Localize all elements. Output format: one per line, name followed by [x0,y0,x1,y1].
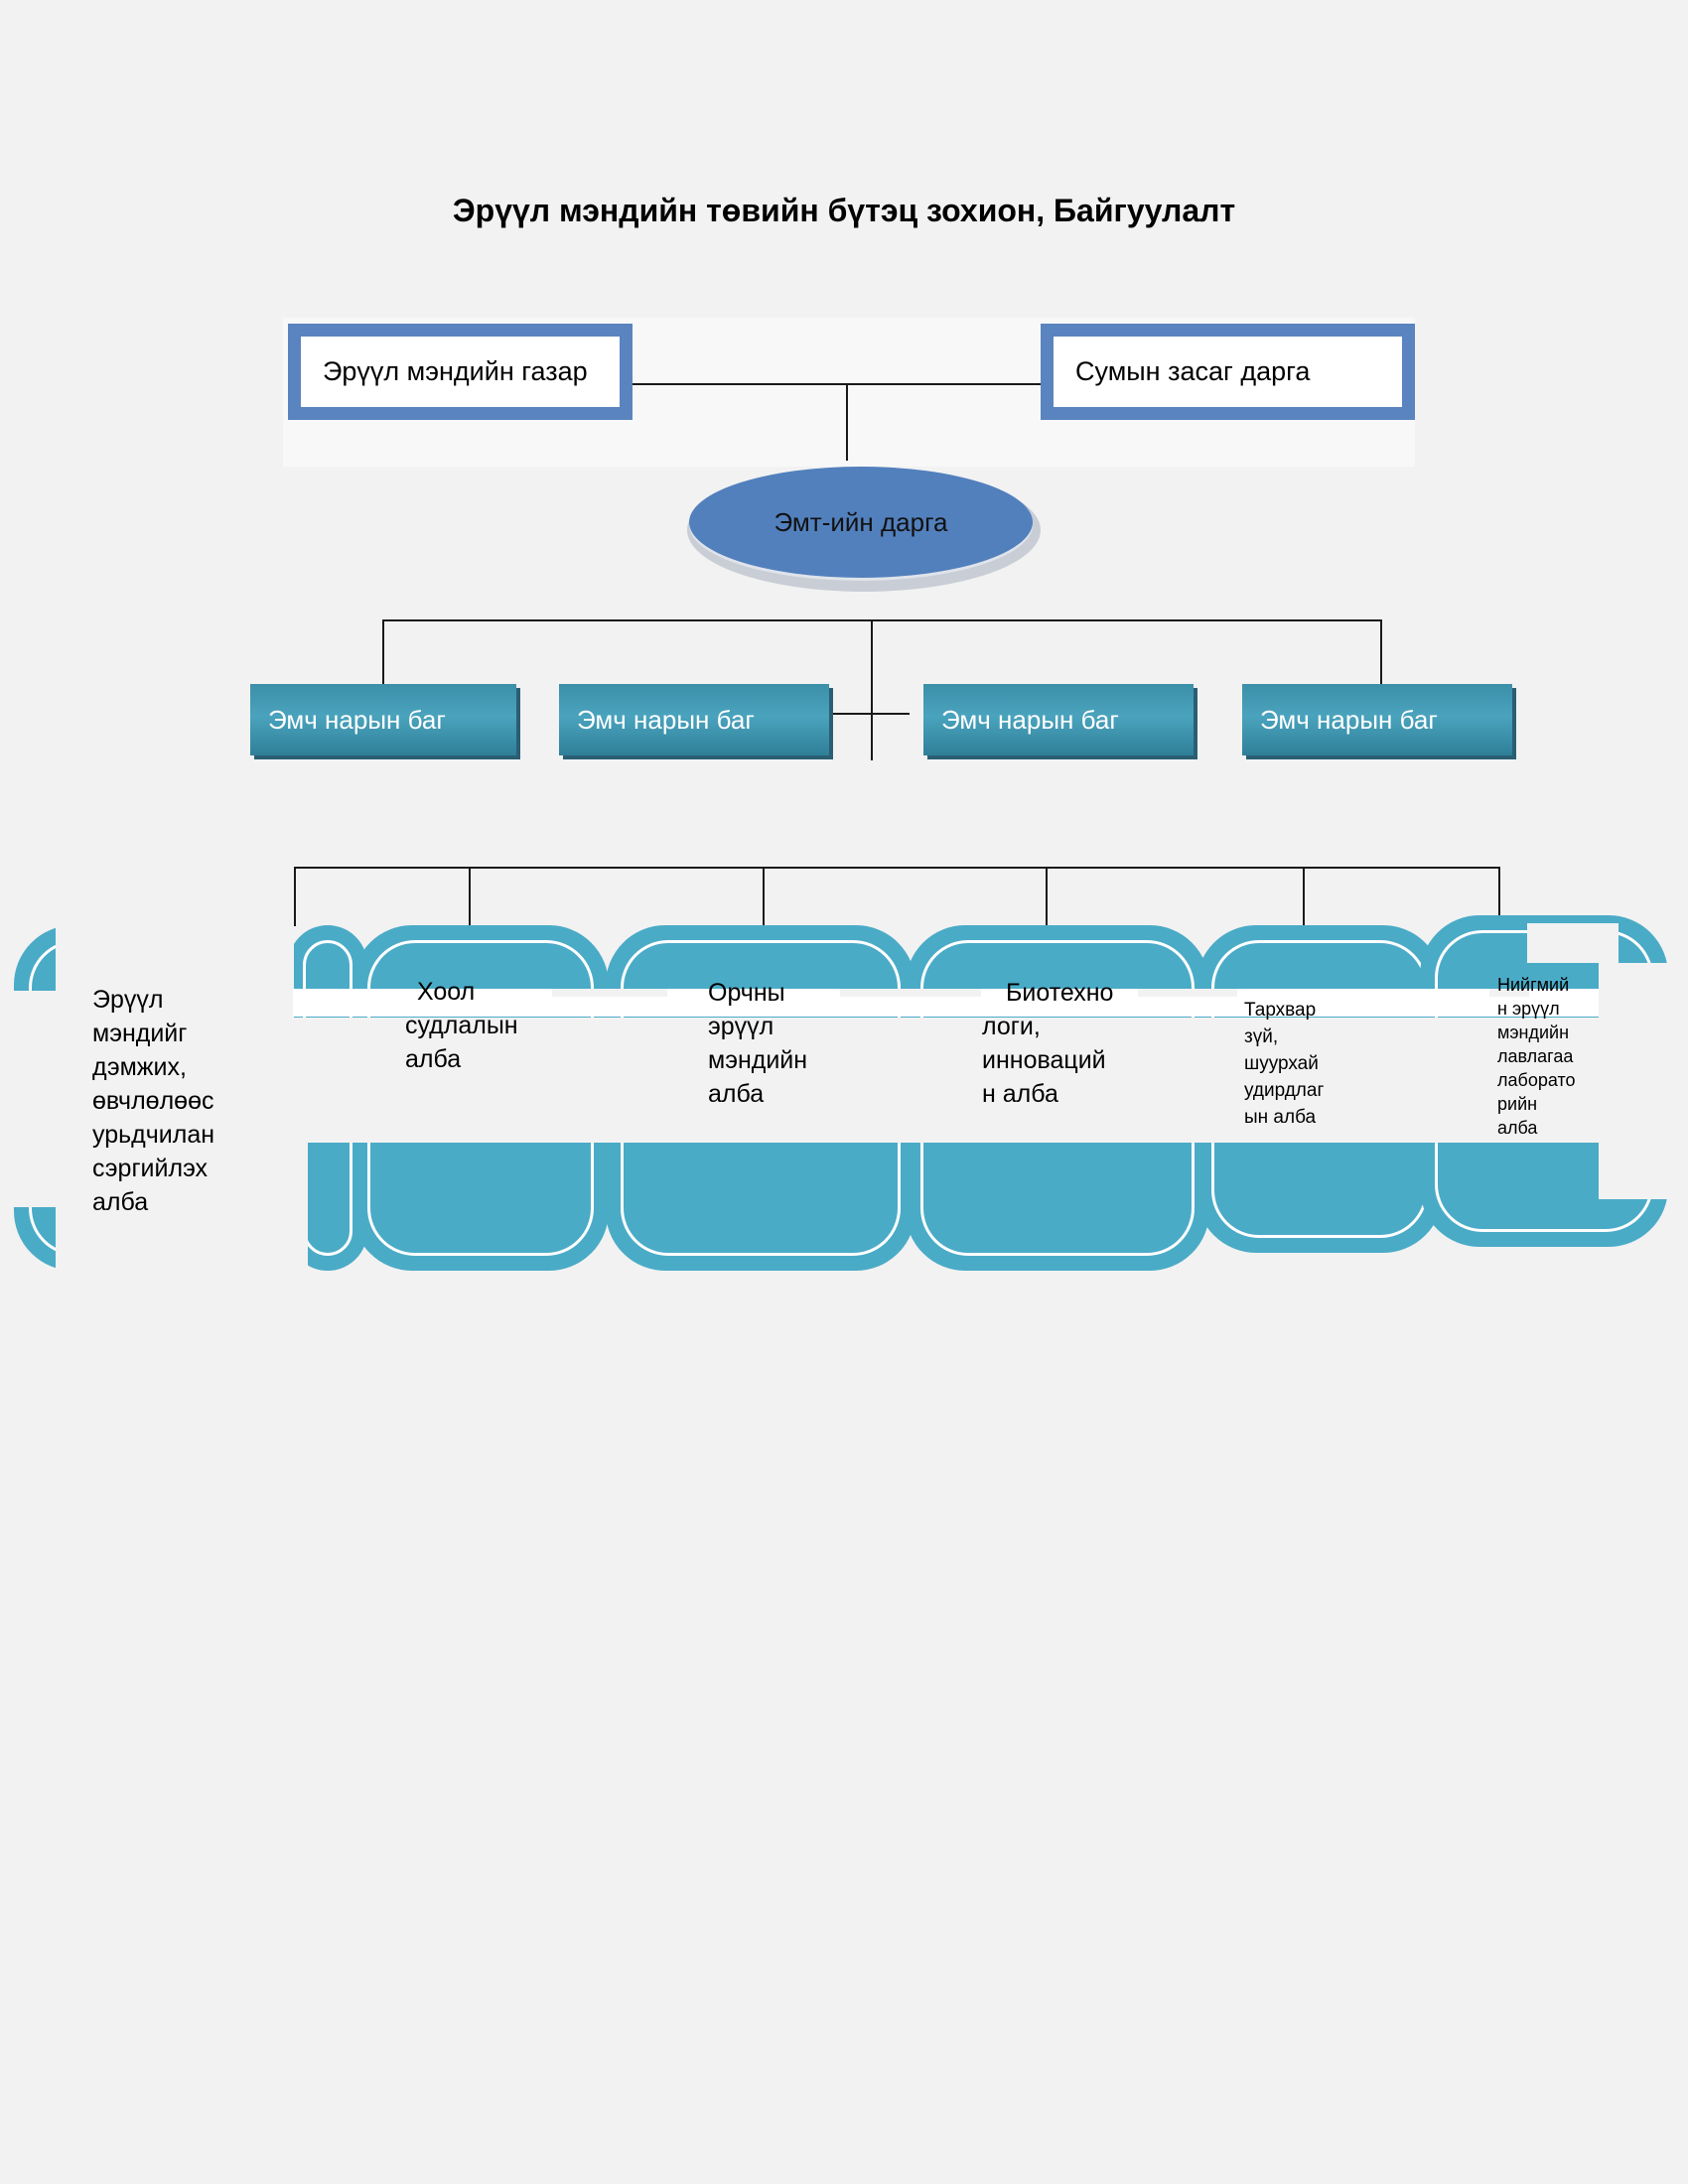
doctors-team-4: Эмч нарын баг [1242,684,1512,755]
white-band-gap-2 [840,989,981,997]
department-health-promotion: Эрүүл мэндийг дэмжих, өвчлөлөөс урьдчила… [92,986,215,1216]
top-vertical-connector [846,383,848,461]
grey-strip-under-band [288,1018,1599,1143]
doctors-team-2: Эмч нарын баг [559,684,829,755]
director-oval: Эмт-ийн дарга [689,467,1033,578]
doctors-team-3: Эмч нарын баг [923,684,1194,755]
white-band-gap-1 [552,989,667,997]
top-horizontal-connector [633,383,1041,385]
governor-label: Сумын засаг дарга [1051,334,1405,410]
dept-drop-1 [294,867,296,926]
governor-box: Сумын засаг дарга [1041,324,1415,420]
health-department-label: Эрүүл мэндийн газар [298,334,623,410]
department-environmental-health: Орчны эрүүл мэндийн алба [708,979,808,1108]
bottom-left-gap [56,1142,308,1281]
health-department-box: Эрүүл мэндийн газар [288,324,633,420]
departments-horizontal-connector [294,867,1500,869]
right-mask-band [1599,963,1688,1199]
teams-horizontal-connector [382,619,1381,621]
director-label: Эмт-ийн дарга [774,506,948,537]
doctors-team-label: Эмч нарын баг [1260,704,1438,735]
department-public-health-lab: Нийгмий н эрүүл мэндийн лавлагаа лаборат… [1497,975,1576,1138]
doctors-team-label: Эмч нарын баг [577,704,755,735]
page-title: Эрүүл мэндийн төвийн бүтэц зохион, Байгу… [452,193,1236,228]
doctors-team-label: Эмч нарын баг [941,704,1119,735]
right-mask-left [1527,923,1618,963]
doctors-team-1: Эмч нарын баг [250,684,516,755]
dept-drop-2 [469,867,471,930]
team4-connector [1380,619,1382,685]
dept-drop-5 [1303,867,1305,930]
doctors-team-label: Эмч нарын баг [268,704,446,735]
white-band-gap-4 [1489,989,1529,997]
department-nutrition: Хоол судлалын алба [405,978,518,1073]
team1-connector [382,619,384,685]
dept-drop-3 [763,867,765,930]
dept-drop-4 [1046,867,1048,936]
dept-drop-6 [1498,867,1500,930]
team-cross-connector [830,713,910,715]
department-biotechnology: Биотехно логи, инноваций н алба [982,979,1114,1108]
white-band-gap-3 [1138,989,1237,997]
teams-center-connector [871,619,873,760]
department-epidemiology: Тархвар зүй, шуурхай удирдлаг ын алба [1244,1000,1325,1128]
